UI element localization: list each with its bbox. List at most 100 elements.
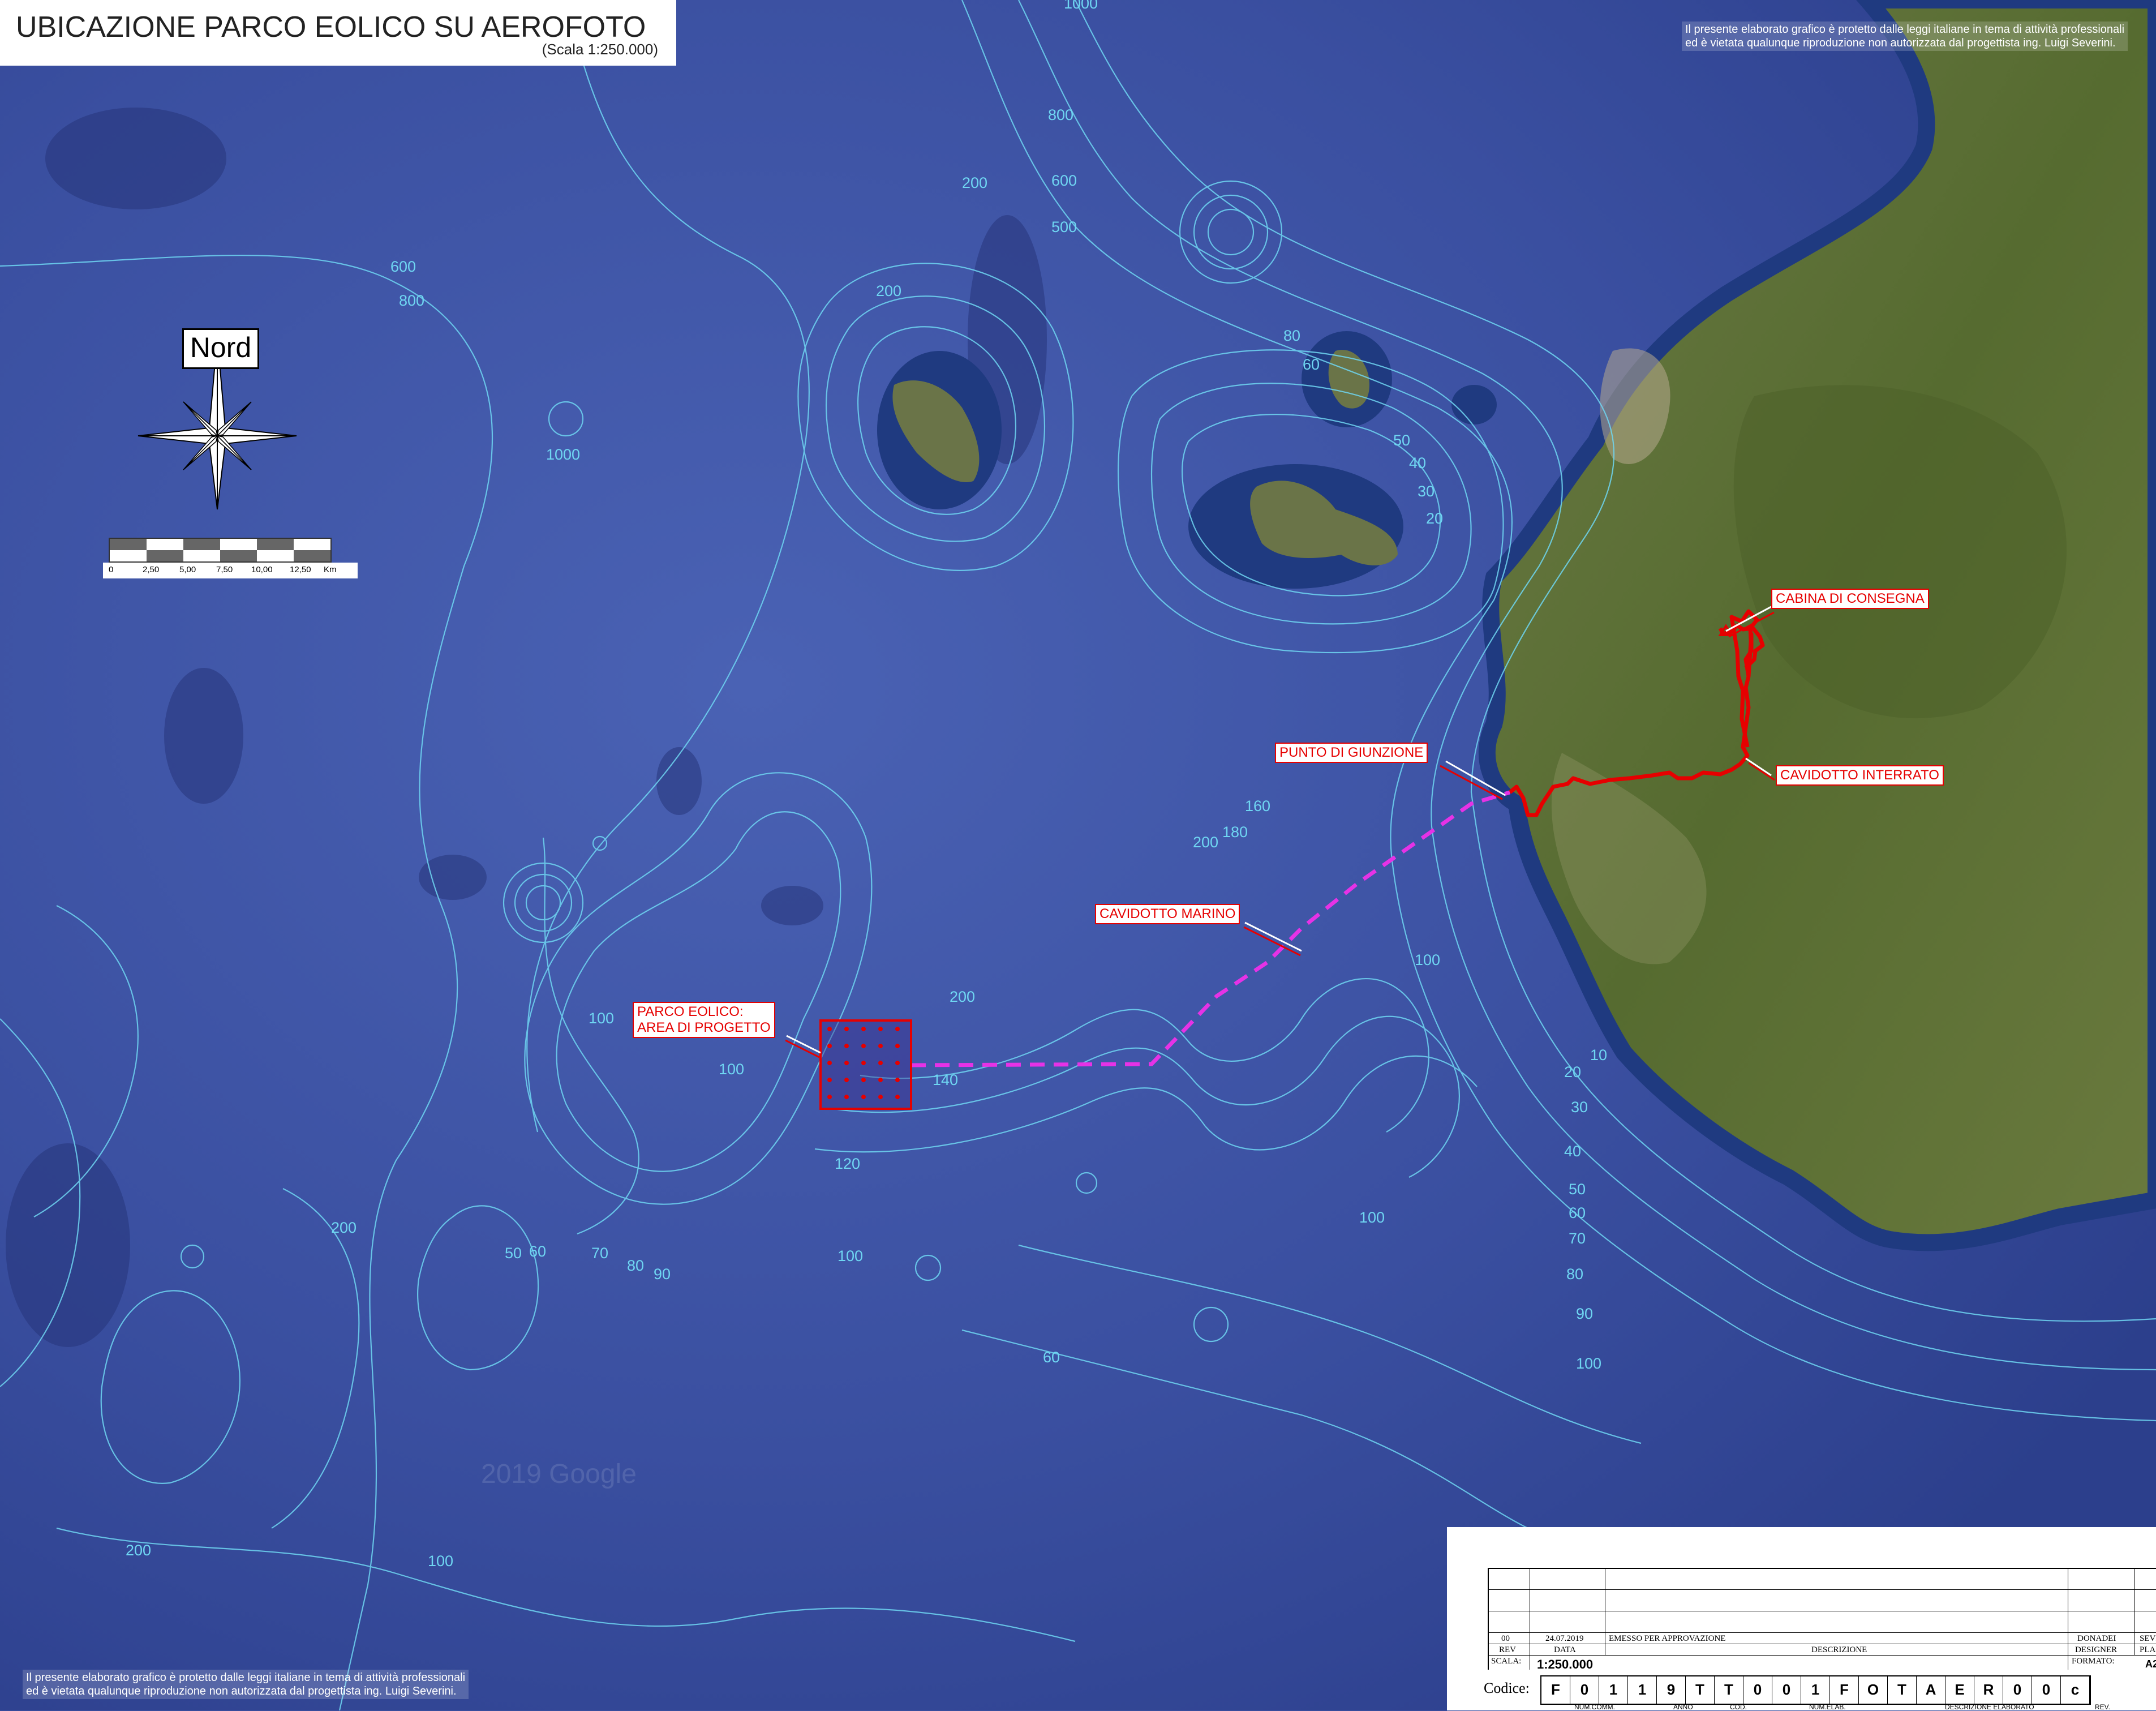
depth-label: 180 — [1222, 824, 1248, 841]
turbine-markers — [827, 1027, 900, 1099]
depth-label: 100 — [719, 1061, 744, 1078]
formato-value: A2+ — [2145, 1658, 2156, 1670]
scale-segment — [257, 539, 294, 550]
title-box: UBICAZIONE PARCO EOLICO SU AEROFOTO (Sca… — [0, 0, 676, 66]
depth-label: 200 — [876, 282, 901, 299]
scale-tick: 0 — [109, 565, 114, 574]
depth-label: 1000 — [546, 446, 580, 463]
island-1 — [892, 380, 980, 482]
code-char: R — [1974, 1676, 2003, 1704]
code-char: 0 — [1570, 1676, 1599, 1704]
depth-label: 70 — [1569, 1230, 1586, 1247]
callout-cavidotto-interrato: CAVIDOTTO INTERRATO — [1776, 765, 1944, 786]
north-label: Nord — [182, 328, 259, 369]
notice-line-2: ed è vietata qualunque riproduzione non … — [26, 1685, 457, 1697]
depth-label: 800 — [1048, 106, 1073, 123]
depth-label: 200 — [1193, 834, 1218, 851]
copyright-notice-top: Il presente elaborato grafico è protetto… — [1682, 22, 2128, 51]
callout-leaders — [785, 606, 1775, 1058]
code-field-num-elab: NUM.ELAB. — [1809, 1703, 1846, 1711]
depth-label: 80 — [1566, 1266, 1583, 1283]
depth-labels: 1000 800 200 600 500 600 800 200 80 60 1… — [126, 0, 1607, 1570]
map-scale-note: (Scala 1:250.000) — [542, 41, 658, 58]
depth-label: 100 — [589, 1010, 614, 1027]
scale-tick: 7,50 — [216, 565, 233, 574]
codice-label: Codice: — [1484, 1680, 1530, 1696]
town-area — [1600, 348, 1670, 464]
mainland-texture — [1733, 385, 2067, 719]
depth-label: 60 — [1303, 356, 1320, 373]
header-planner: PLANNER — [2140, 1645, 2156, 1654]
rev-date: 24.07.2019 — [1545, 1634, 1584, 1643]
code-char: 0 — [2003, 1676, 2032, 1704]
depth-label: 20 — [1564, 1064, 1581, 1080]
formato-label: FORMATO: — [2072, 1657, 2115, 1666]
code-field-anno: ANNO — [1673, 1703, 1693, 1711]
depth-label: 30 — [1418, 483, 1435, 500]
code-char: A — [1917, 1676, 1945, 1704]
depth-label: 1000 — [1064, 0, 1098, 12]
scale-tick: 2,50 — [143, 565, 160, 574]
depth-label: 100 — [1415, 951, 1440, 968]
depth-label: 60 — [529, 1243, 546, 1260]
code-char: 9 — [1657, 1676, 1686, 1704]
scale-segment — [183, 539, 220, 550]
callout-punto-di-giunzione: PUNTO DI GIUNZIONE — [1275, 743, 1428, 763]
depth-label: 200 — [331, 1219, 357, 1236]
depth-label: 50 — [505, 1245, 522, 1262]
project-area-box — [819, 1019, 912, 1110]
depth-label: 200 — [962, 174, 987, 191]
depth-label: 40 — [1564, 1143, 1581, 1160]
depth-label: 90 — [1576, 1305, 1593, 1322]
depth-label: 600 — [390, 258, 416, 275]
callout-parco-line-1: PARCO EOLICO: — [637, 1004, 744, 1019]
callout-parco-line-2: AREA DI PROGETTO — [637, 1020, 771, 1035]
rev-value: 00 — [1501, 1634, 1510, 1643]
depth-label: 20 — [1426, 510, 1443, 527]
map-watermark: 2019 Google — [481, 1459, 637, 1489]
depth-label: 60 — [1043, 1349, 1060, 1366]
code-char: c — [2061, 1676, 2090, 1704]
scale-segment — [294, 550, 330, 561]
drawing-title-block: 00 24.07.2019 EMESSO PER APPROVAZIONE DO… — [1447, 1527, 2156, 1711]
code-char: T — [1888, 1676, 1917, 1704]
code-char: E — [1945, 1676, 1974, 1704]
header-designer: DESIGNER — [2075, 1645, 2118, 1654]
scale-tick: 5,00 — [179, 565, 196, 574]
scale-segment — [110, 539, 147, 550]
depth-label: 120 — [835, 1155, 860, 1172]
depth-label: 50 — [1393, 432, 1410, 449]
code-field-cod: COD. — [1730, 1703, 1747, 1711]
scala-label: SCALA: — [1491, 1657, 1522, 1666]
scale-bar-ticks: 0 2,50 5,00 7,50 10,00 12,50 Km — [103, 563, 358, 578]
rev-planner: SEVERINI — [2140, 1634, 2156, 1643]
depth-label: 80 — [1283, 327, 1300, 344]
depth-label: 90 — [654, 1266, 671, 1283]
island-2 — [1328, 350, 1369, 409]
code-char: 0 — [1772, 1676, 1801, 1704]
depth-label: 100 — [1576, 1355, 1601, 1372]
depth-label: 50 — [1569, 1181, 1586, 1198]
scale-bar: 0 2,50 5,00 7,50 10,00 12,50 Km — [103, 532, 358, 578]
scale-unit: Km — [324, 565, 337, 574]
drawing-code: F 0 1 1 9 T T 0 0 1 F O T A E R 0 0 c — [1540, 1675, 2091, 1705]
map-title: UBICAZIONE PARCO EOLICO SU AEROFOTO — [16, 11, 646, 44]
rev-description: EMESSO PER APPROVAZIONE — [1609, 1634, 1726, 1643]
notice-line-1: Il presente elaborato grafico è protetto… — [26, 1671, 466, 1684]
code-char: 0 — [1743, 1676, 1772, 1704]
revision-table: 00 24.07.2019 EMESSO PER APPROVAZIONE DO… — [1488, 1568, 2156, 1671]
scale-tick: 12,50 — [290, 565, 311, 574]
marine-cable-route — [910, 790, 1510, 1067]
depth-label: 80 — [627, 1257, 644, 1274]
code-char: T — [1686, 1676, 1715, 1704]
callout-cavidotto-marino: CAVIDOTTO MARINO — [1095, 904, 1240, 924]
code-field-rev: REV. — [2095, 1703, 2110, 1711]
wind-farm-area — [819, 1019, 912, 1110]
notice-line-2: ed è vietata qualunque riproduzione non … — [1685, 37, 2116, 49]
code-field-descr: DESCRIZIONE ELABORATO — [1945, 1703, 2034, 1711]
depth-label: 200 — [950, 988, 975, 1005]
depth-label: 70 — [591, 1245, 608, 1262]
code-char: 1 — [1801, 1676, 1830, 1704]
code-field-num-comm: NUM.COMM. — [1574, 1703, 1615, 1711]
